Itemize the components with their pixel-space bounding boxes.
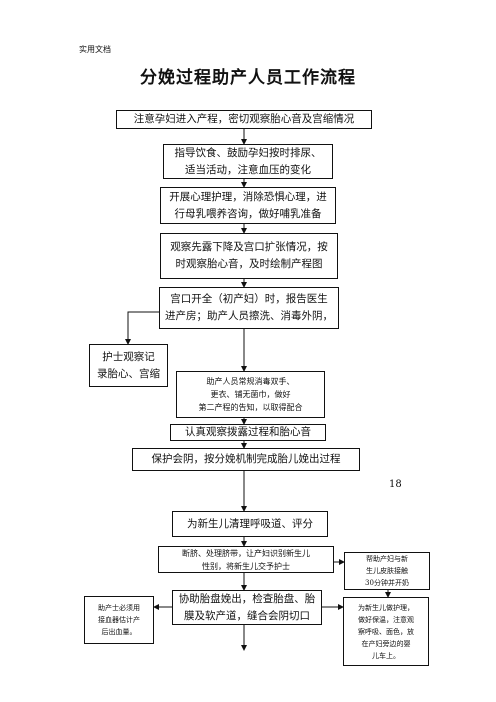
step-4-box: 观察先露下降及宫口扩张情况，按 时观察胎心音，及时绘制产程图 (160, 233, 338, 279)
step-15-line-1: 为新生儿做护理， (358, 603, 414, 612)
step-14-line-2: 接血器估计产 (98, 616, 140, 624)
step-14-box: 助产士必须用 接血器估计产 后出血量。 (84, 596, 154, 644)
step-2-line-2: 适当活动，注意血压的变化 (185, 163, 311, 176)
step-4-line-1: 观察先露下降及宫口扩张情况，按 (170, 241, 328, 253)
step-7-line-3: 第二产程的告知，以取得配合 (198, 403, 303, 412)
header-note: 实用文档 (79, 45, 111, 54)
step-12-box: 帮助产妇与新 生儿皮肤接触 30分钟并开奶 (344, 552, 430, 590)
step-11-line-1: 断脐、处理脐带，让产妇识别新生儿 (182, 548, 310, 558)
step-4-line-2: 时观察胎心音，及时绘制产程图 (175, 258, 323, 270)
step-6-line-1: 护士观察记 (102, 350, 155, 363)
step-11-box: 断脐、处理脐带，让产妇识别新生儿 性别，将新生儿交予护士 (158, 546, 334, 573)
step-15-line-3: 察呼吸、面色，放 (358, 627, 414, 636)
step-13-line-2: 膜及软产道，缝合会阴切口 (184, 609, 310, 622)
step-15-line-5: 儿车上。 (372, 651, 400, 660)
step-11-line-2: 性别，将新生儿交予护士 (202, 561, 290, 571)
arrow-s5-s6 (125, 311, 159, 345)
step-7-line-1: 助产人员常规消毒双手、 (206, 377, 295, 386)
step-12-line-3: 30分钟并开奶 (365, 579, 409, 587)
step-2-line-1: 指导饮食、鼓励孕妇按时排尿、 (174, 146, 322, 159)
step-14-line-1: 助产士必须用 (98, 604, 140, 612)
step-1-box: 注意孕妇进入产程，密切观察胎心音及宫缩情况 (116, 110, 372, 129)
step-15-box: 为新生儿做护理， 做好保温，注意观 察呼吸、面色，放 在产妇旁边的婴 儿车上。 (343, 597, 429, 666)
step-15-line-4: 在产妇旁边的婴 (361, 639, 411, 648)
step-9-line-1: 保护会阴，按分娩机制完成胎儿娩出过程 (151, 453, 341, 465)
step-10-box: 为新生儿清理呼吸道、评分 (172, 511, 328, 537)
step-15-line-2: 做好保温，注意观 (358, 615, 414, 624)
step-8-box: 认真观察拨露过程和胎心音 (170, 424, 326, 441)
step-3-line-2: 行母乳喂养咨询，做好哺乳准备 (174, 207, 322, 220)
step-13-line-1: 协助胎盘娩出，检查胎盘、胎 (178, 592, 316, 605)
step-3-line-1: 开展心理护理，消除恐惧心理，进 (169, 190, 327, 203)
step-6-box: 护士观察记 录胎心、宫缩 (89, 344, 168, 387)
step-13-box: 协助胎盘娩出，检查胎盘、胎 膜及软产道，缝合会阴切口 (172, 590, 322, 625)
step-5-line-2: 进产房；助产人员擦洗、消毒外阴， (165, 310, 333, 322)
step-12-line-1: 帮助产妇与新 (366, 555, 408, 563)
step-1-line-1: 注意孕妇进入产程，密切观察胎心音及宫缩情况 (133, 113, 355, 125)
step-12-line-2: 生儿皮肤接触 (366, 567, 408, 575)
step-5-line-1: 宫口开全（初产妇）时，报告医生 (170, 293, 328, 305)
step-8-line-1: 认真观察拨露过程和胎心音 (185, 426, 311, 438)
step-2-box: 指导饮食、鼓励孕妇按时排尿、 适当活动，注意血压的变化 (163, 144, 333, 179)
page-title: 分娩过程助产人员工作流程 (140, 68, 356, 88)
step-7-box: 助产人员常规消毒双手、 更衣、铺无菌巾，做好 第二产程的告知，以取得配合 (176, 371, 325, 418)
step-9-box: 保护会阴，按分娩机制完成胎儿娩出过程 (132, 448, 360, 471)
step-5-box: 宫口开全（初产妇）时，报告医生 进产房；助产人员擦洗、消毒外阴， (159, 287, 339, 329)
step-6-line-2: 录胎心、宫缩 (97, 367, 160, 380)
step-7-line-2: 更衣、铺无菌巾，做好 (210, 390, 291, 399)
step-14-line-3: 后出血量。 (101, 628, 137, 636)
step-10-line-1: 为新生儿清理呼吸道、评分 (187, 517, 313, 530)
step-3-box: 开展心理护理，消除恐惧心理，进 行母乳喂养咨询，做好哺乳准备 (160, 187, 336, 224)
page-number: 18 (389, 479, 402, 490)
